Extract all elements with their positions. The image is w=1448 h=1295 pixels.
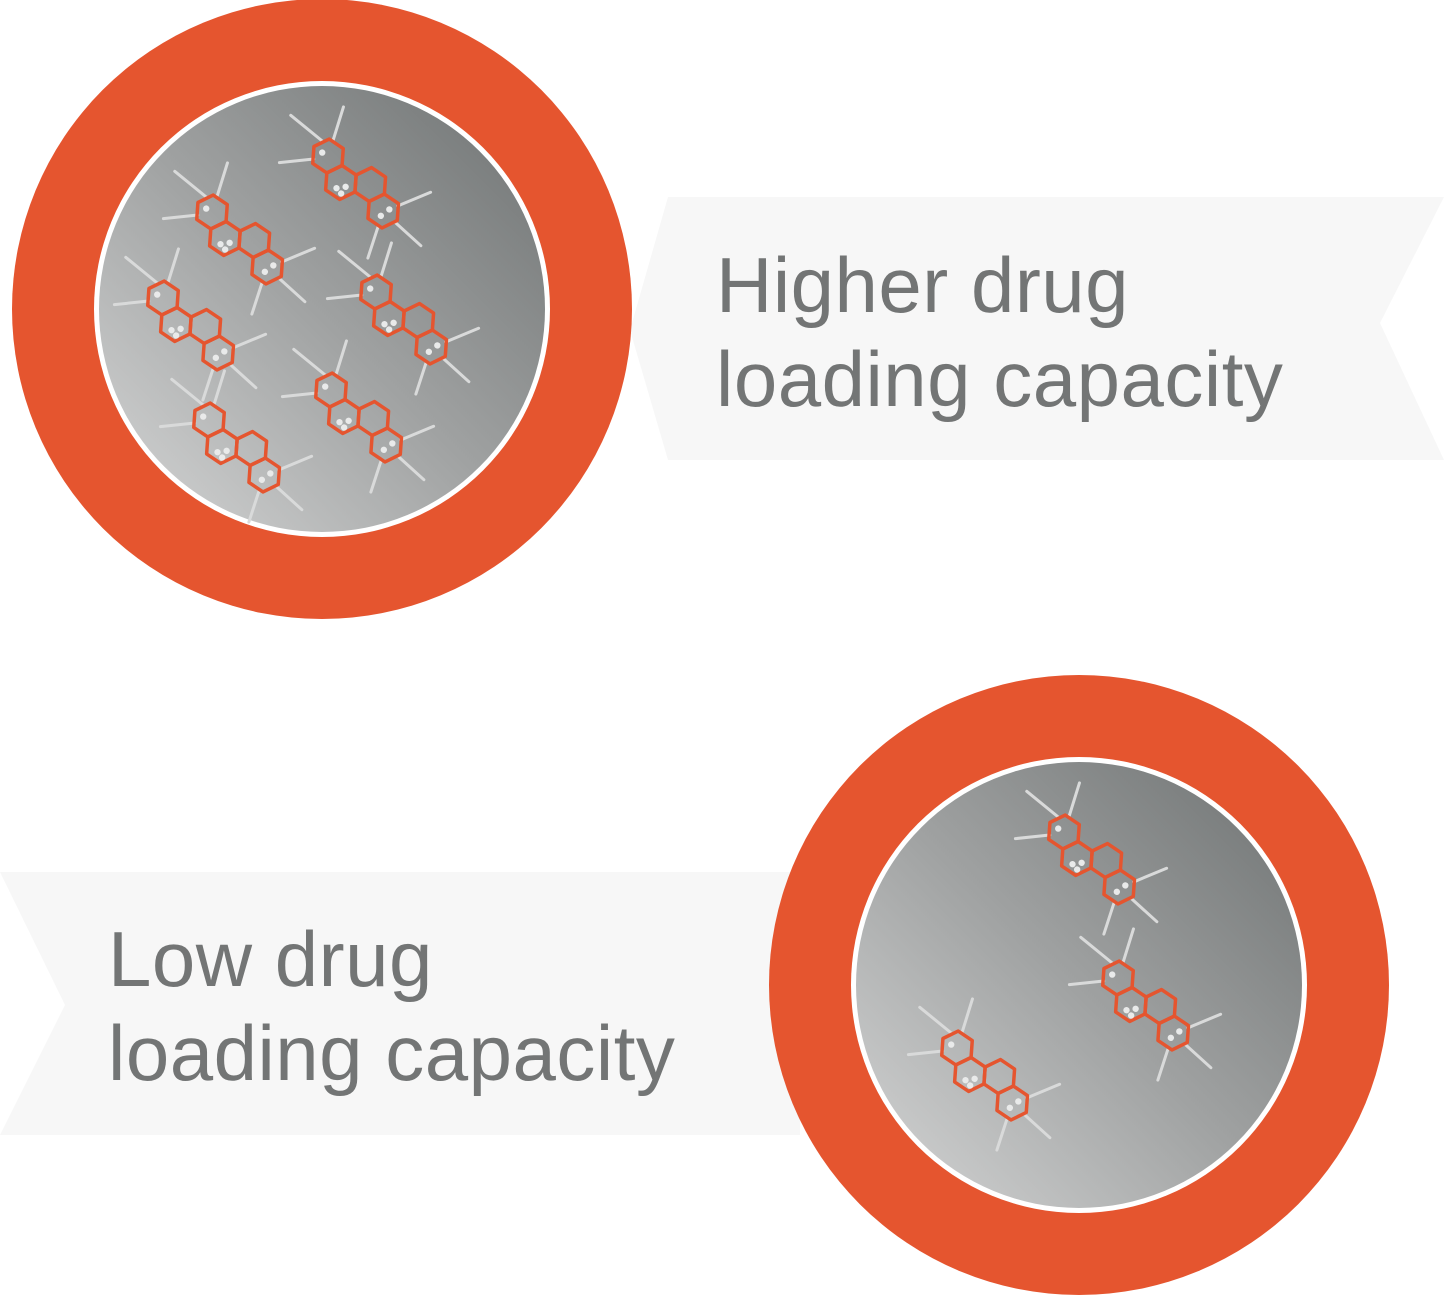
molecule-group-high xyxy=(112,105,481,524)
drug-molecule-low-3 xyxy=(906,997,1062,1152)
label-low-line-2: loading capacity xyxy=(108,1009,676,1097)
nanoparticle-high xyxy=(12,0,632,619)
drug-molecule-high-1 xyxy=(277,105,433,260)
label-higher-drug-loading: Higher drug loading capacity xyxy=(716,238,1283,426)
label-high-line-2: loading capacity xyxy=(716,335,1284,423)
drug-molecule-high-6 xyxy=(158,369,314,524)
label-low-line-1: Low drug xyxy=(108,915,433,1003)
drug-molecule-high-2 xyxy=(161,161,317,316)
molecule-group-low xyxy=(906,781,1223,1152)
drug-molecule-high-4 xyxy=(325,241,481,396)
label-high-line-1: Higher drug xyxy=(716,241,1130,329)
drug-molecule-high-5 xyxy=(280,339,436,494)
nanoparticle-low xyxy=(769,675,1389,1295)
ribbon-high xyxy=(630,197,1444,460)
label-low-drug-loading: Low drug loading capacity xyxy=(108,912,675,1100)
drug-molecule-high-3 xyxy=(112,247,268,402)
drug-molecule-low-2 xyxy=(1067,927,1223,1082)
ribbon-low xyxy=(0,872,800,1135)
drug-molecule-low-1 xyxy=(1013,781,1169,936)
